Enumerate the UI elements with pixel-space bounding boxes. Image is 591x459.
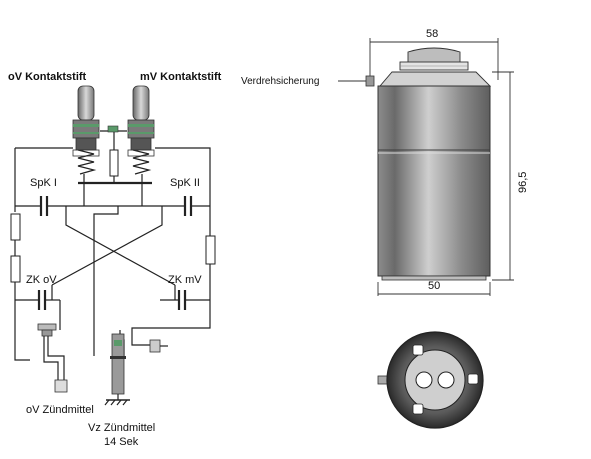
igniter-vz (104, 333, 130, 406)
capacitor-spk1 (15, 196, 66, 216)
igniter-bottom-label: Vz Zündmittel (88, 422, 155, 434)
resistor-left-lower (10, 255, 21, 283)
device-drawing: 58 Verdrehsicherung 96,5 (241, 28, 529, 429)
resistor-left-upper (10, 213, 21, 241)
dim-bottom-value: 50 (428, 280, 440, 292)
anti-twist-label: Verdrehsicherung (241, 76, 319, 87)
contact-pin-right (127, 85, 155, 175)
base-contact-left (415, 371, 433, 389)
capacitor-zk-mv (160, 290, 210, 310)
cap-left-label: SpK I (30, 177, 57, 189)
device-base-view (377, 331, 484, 429)
igniter-ov (37, 323, 68, 393)
cap-low-left-label: ZK oV (26, 274, 57, 286)
device-cap (365, 47, 492, 87)
anti-twist-pin (365, 75, 375, 87)
circuit-diagram: oV Kontaktstift mV Kontaktstift (8, 71, 222, 448)
base-contact-right (437, 371, 455, 389)
capacitor-spk2 (162, 196, 210, 216)
cap-right-label: SpK II (170, 177, 200, 189)
dim-top-value: 58 (426, 28, 438, 40)
device-body (377, 85, 491, 281)
pin-right-label: mV Kontaktstift (140, 71, 222, 83)
capacitor-zk-ov (15, 290, 60, 310)
side-connector (149, 339, 168, 353)
pin-left-label: oV Kontaktstift (8, 71, 87, 83)
contact-pin-left (72, 85, 100, 175)
cap-low-right-label: ZK mV (168, 274, 202, 286)
dim-height-value: 96,5 (517, 172, 529, 193)
resistor-right (205, 235, 216, 265)
igniter-left-label: oV Zündmittel (26, 404, 94, 416)
igniter-bottom-sub: 14 Sek (104, 436, 139, 448)
